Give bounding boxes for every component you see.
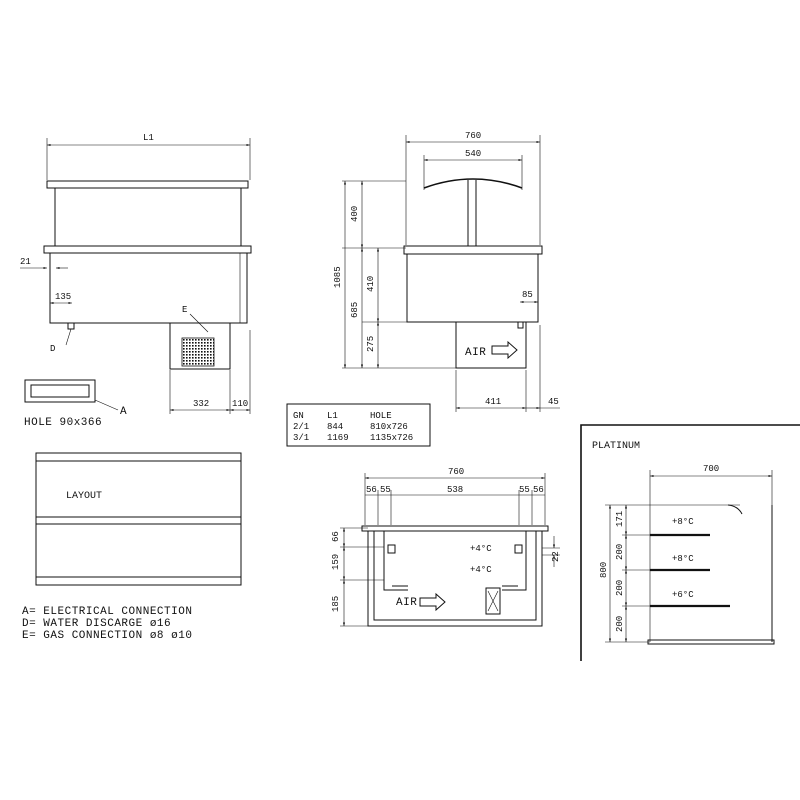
compressor-unit [169, 322, 231, 370]
gn-table-cell: 3/1 [293, 433, 309, 443]
water-drain [67, 322, 75, 330]
legend-item-e: E= GAS CONNECTION ø8 ø10 [22, 630, 192, 642]
section-dim-159: 159 [331, 554, 341, 570]
section-dim-66: 66 [331, 531, 341, 542]
side-compressor [455, 321, 527, 369]
gn-table-cell: 1169 [327, 433, 349, 443]
legend-item-a: A= ELECTRICAL CONNECTION [22, 606, 192, 618]
side-dim-685: 685 [350, 302, 360, 318]
platinum-temp-3: +6°C [672, 590, 694, 600]
section-dim-56-right: 56 [533, 485, 544, 495]
side-dim-275: 275 [366, 336, 376, 352]
platinum-frame [580, 424, 800, 661]
side-dim-540: 540 [465, 149, 481, 159]
hole-pointer-a: A [120, 406, 127, 418]
legend-item-d: D= WATER DISCARGE ø16 [22, 618, 171, 630]
section-dim-55-left: 55 [380, 485, 391, 495]
side-body [406, 253, 539, 323]
cabinet-body [49, 252, 248, 324]
side-dim-411: 411 [485, 397, 501, 407]
side-dim-400: 400 [350, 206, 360, 222]
gn-table-cell: 844 [327, 422, 343, 432]
compressor-grille [181, 337, 215, 367]
dim-332: 332 [193, 399, 209, 409]
side-dim-45: 45 [548, 397, 559, 407]
platinum-dim-200-a: 200 [615, 544, 625, 560]
side-view: 760 540 AIR 1085 400 685 410 275 [333, 131, 560, 412]
layout-label: LAYOUT [66, 491, 102, 502]
section-dim-22: 22 [551, 551, 561, 562]
evaporator-fan [485, 587, 501, 615]
section-dim-56-left: 56 [366, 485, 377, 495]
gn-table: GN L1 HOLE 2/1 844 810x726 3/1 1169 1135… [286, 403, 431, 447]
section-dim-185: 185 [331, 596, 341, 612]
label-e: E [182, 305, 187, 315]
section-dim-538: 538 [447, 485, 463, 495]
top-shelf [46, 180, 249, 189]
gn-table-frame [286, 403, 431, 447]
dim-135: 135 [55, 292, 71, 302]
front-view: L1 D 21 135 E 332 110 [20, 133, 252, 414]
platinum-dim-200-b: 200 [615, 580, 625, 596]
side-air-label: AIR [465, 347, 486, 359]
sneeze-guard [423, 178, 523, 189]
hole-outer [24, 379, 96, 403]
section-outer-wall [367, 531, 543, 627]
counter-top [43, 245, 252, 254]
platinum-temp-1: +8°C [672, 517, 694, 527]
dim-110: 110 [232, 399, 248, 409]
gn-table-cell: 2/1 [293, 422, 309, 432]
gn-table-header-gn: GN [293, 411, 304, 421]
side-dim-760: 760 [465, 131, 481, 141]
platinum-dim-800: 800 [599, 562, 609, 578]
section-dim-55-right: 55 [519, 485, 530, 495]
layout-view: LAYOUT [35, 452, 242, 586]
platinum-panel: PLATINUM 700 +8°C +8°C +6°C 800 171 200 … [580, 424, 800, 661]
gn-table-header-l1: L1 [327, 411, 338, 421]
dim-label-l1: L1 [143, 133, 154, 143]
side-dim-410: 410 [366, 276, 376, 292]
gn-table-cell: 810x726 [370, 422, 408, 432]
side-counter-top [403, 245, 543, 255]
platinum-base [647, 639, 775, 645]
section-view: 760 56 55 538 55 56 AIR +4°C +4°C [331, 467, 561, 627]
hole-label: HOLE 90x366 [24, 417, 102, 429]
platinum-dim-200-c: 200 [615, 616, 625, 632]
side-dim-85: 85 [522, 290, 533, 300]
hole-inner [30, 384, 90, 398]
side-dim-1085: 1085 [333, 266, 343, 288]
platinum-temp-2: +8°C [672, 554, 694, 564]
hole-diagram: A HOLE 90x366 [24, 379, 127, 429]
gn-table-header-hole: HOLE [370, 411, 392, 421]
section-dim-760: 760 [448, 467, 464, 477]
air-arrow-icon [491, 340, 518, 360]
gn-table-cell: 1135x726 [370, 433, 413, 443]
platinum-dim-700: 700 [703, 464, 719, 474]
platinum-title: PLATINUM [592, 441, 640, 452]
section-air-label: AIR [396, 597, 417, 609]
section-temp-bottom: +4°C [470, 565, 492, 575]
platinum-dim-171: 171 [615, 511, 625, 527]
dim-21: 21 [20, 257, 31, 267]
section-air-arrow-icon [419, 592, 446, 612]
legend: A= ELECTRICAL CONNECTION D= WATER DISCAR… [22, 606, 192, 642]
section-temp-top: +4°C [470, 544, 492, 554]
section-top-plate [361, 525, 549, 532]
label-d: D [50, 344, 55, 354]
